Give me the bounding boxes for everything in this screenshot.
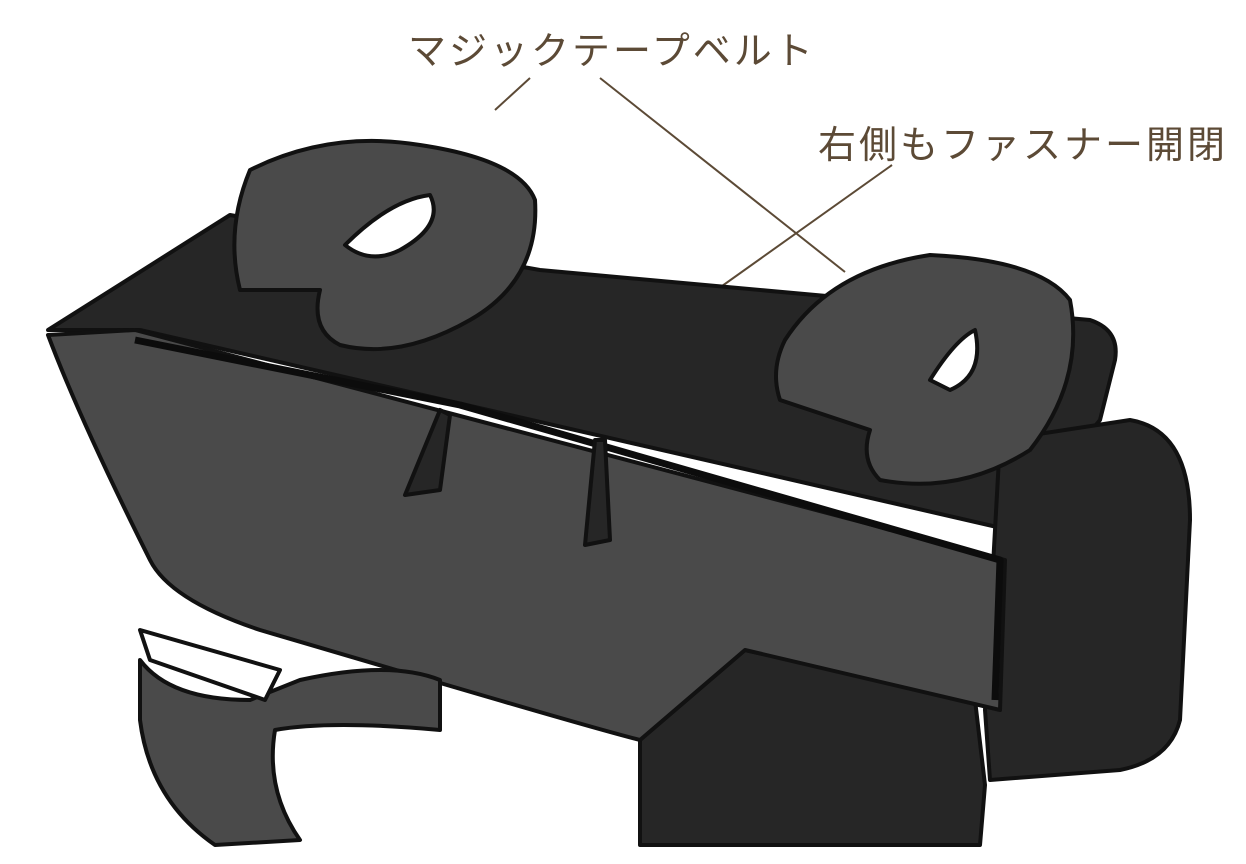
bag-right-end [983,418,1192,782]
bag-front-panel [46,328,1007,742]
annotation-velcro-belt: マジックテープベルト [408,29,816,73]
leader-line-zipper [707,164,893,297]
lower-strap [138,658,442,847]
leader-lines [494,77,893,297]
annotation-right-zipper: 右側もファスナー開閉 [818,123,1229,167]
zipper-pull-left [403,408,452,497]
velcro-strap-right-hole [928,328,980,392]
leader-line-belt-right [599,77,846,273]
leader-line-belt-left [494,77,531,111]
zipper-pull-right [583,438,612,547]
zipper [134,336,1004,701]
velcro-strap-left-hole [343,193,436,259]
velcro-strap-right [774,253,1076,486]
lower-strap-buckle [138,628,282,702]
